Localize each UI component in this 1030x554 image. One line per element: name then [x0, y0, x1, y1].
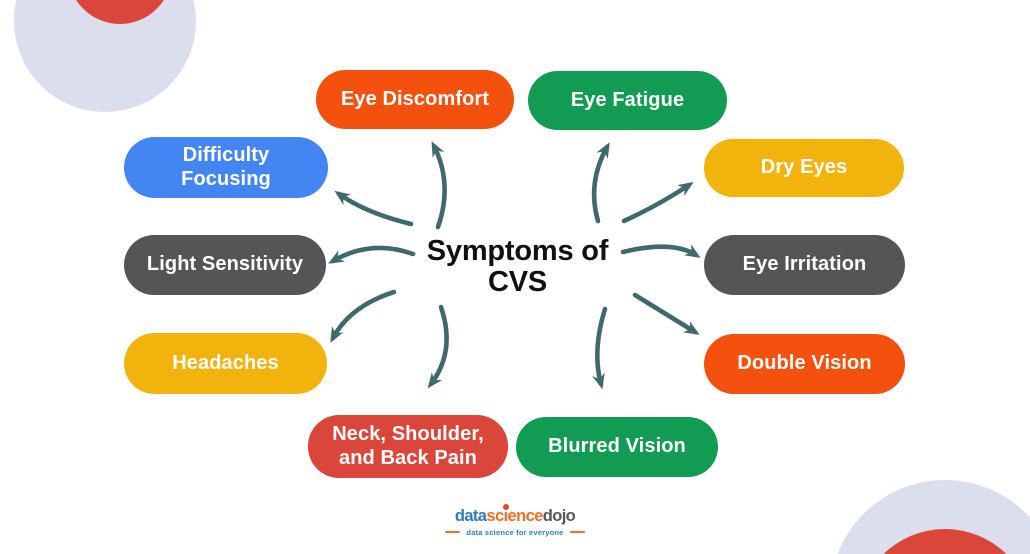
arrow-to-eye-irritation [620, 244, 701, 258]
node-eye-fatigue: Eye Fatigue [528, 71, 727, 130]
node-eye-irritation: Eye Irritation [704, 235, 905, 295]
logo-person-icon [502, 504, 509, 510]
arrow-to-eye-discomfort [431, 141, 447, 230]
arrow-to-headaches [330, 289, 397, 343]
logo-word-dojo: dojo [542, 507, 576, 525]
logo-tagline: data science for everyone [466, 527, 564, 537]
node-dry-eyes: Dry Eyes [704, 139, 904, 197]
arrow-to-double-vision [632, 292, 700, 335]
arrow-to-blurred-vision [592, 306, 608, 390]
logo-letter-i: ı [502, 504, 509, 525]
arrow-to-neck-shoulder-back-pain [427, 304, 449, 389]
logo-word-data: data [454, 507, 487, 525]
logo-word-science-start: sc [486, 507, 504, 525]
logo-word-science-end: ence [507, 507, 544, 525]
tagline-dash-right [569, 531, 585, 533]
node-light-sensitivity: Light Sensitivity [124, 235, 326, 295]
arrow-to-difficulty-focusing [334, 190, 414, 227]
logo-tagline-row: data science for everyone [445, 527, 585, 537]
node-headaches: Headaches [124, 333, 327, 394]
diagram-title: Symptoms of CVS [426, 235, 609, 298]
arrow-to-light-sensitivity [328, 245, 416, 264]
arrow-to-eye-fatigue [591, 142, 610, 224]
tagline-dash-left [445, 531, 461, 533]
node-blurred-vision: Blurred Vision [516, 417, 718, 477]
node-difficulty-focusing: Difficulty Focusing [124, 137, 328, 198]
arrow-to-dry-eyes [621, 181, 694, 224]
node-neck-shoulder-back-pain: Neck, Shoulder, and Back Pain [308, 415, 508, 478]
node-double-vision: Double Vision [704, 334, 905, 394]
node-eye-discomfort: Eye Discomfort [316, 70, 514, 129]
